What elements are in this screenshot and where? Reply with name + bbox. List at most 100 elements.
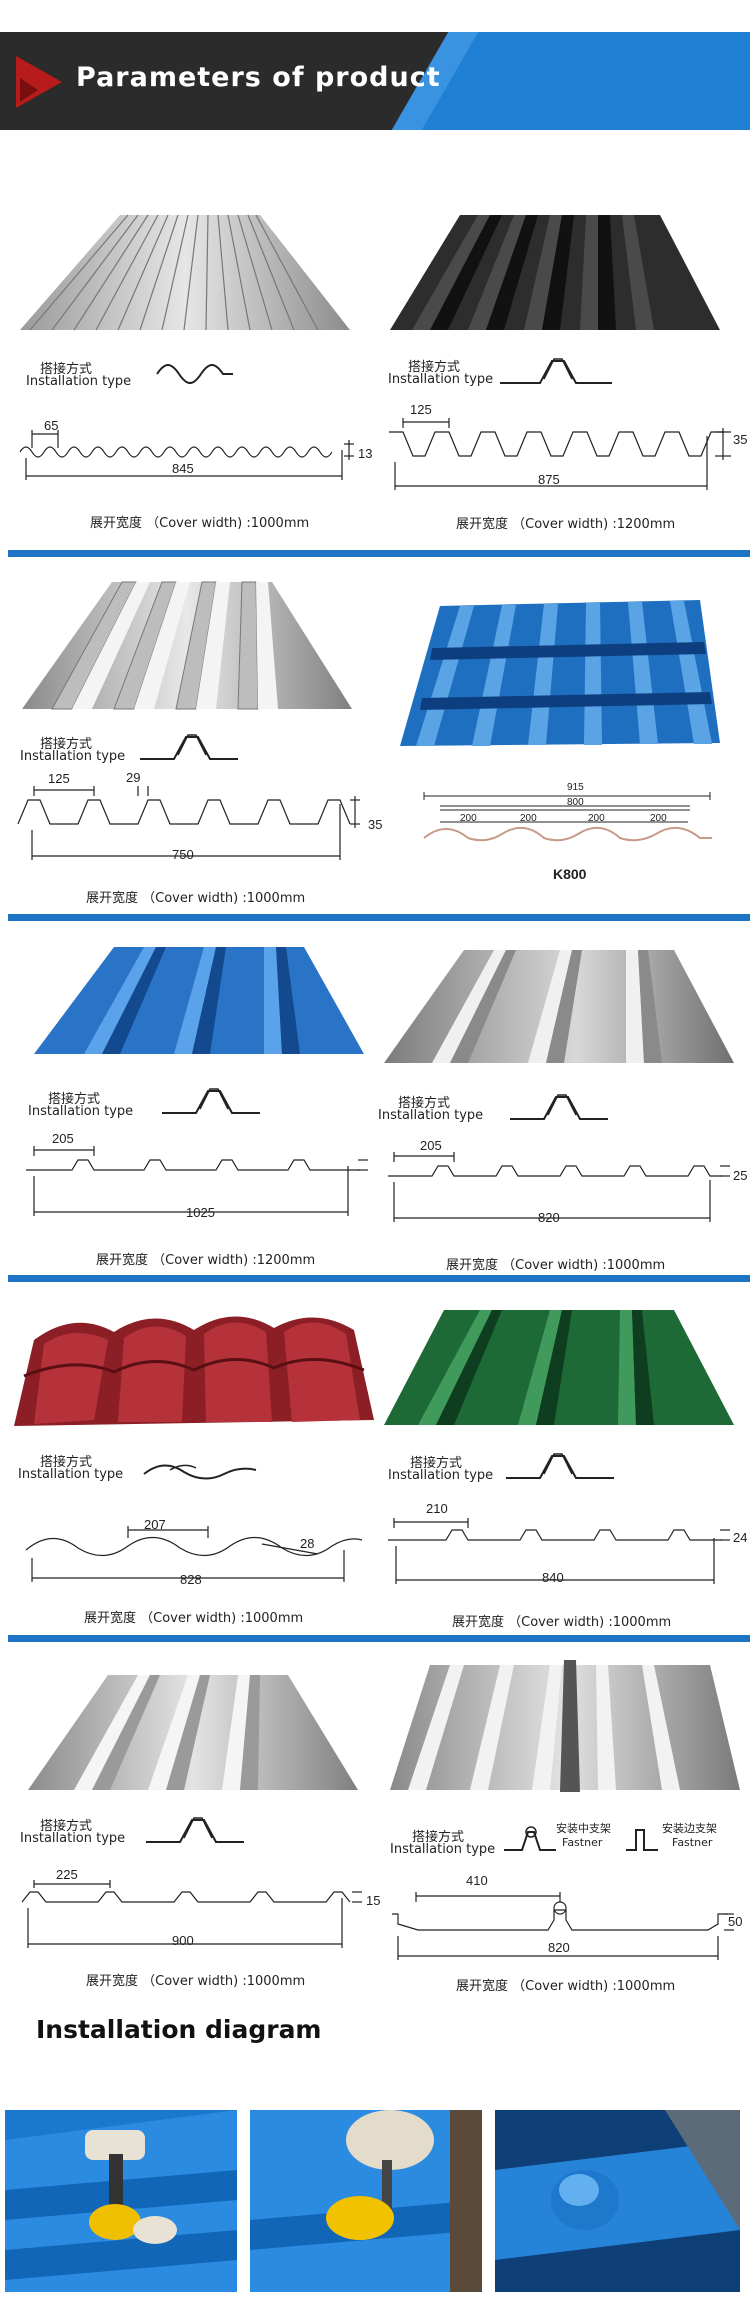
profile-diagram-trapezoid xyxy=(389,418,731,490)
dim-segment: 200 xyxy=(460,813,477,824)
page-title: Parameters of product xyxy=(76,62,441,93)
sheet-image-silver-trapezoid xyxy=(22,581,352,710)
sheet-image-green-trapezoid xyxy=(384,1310,734,1425)
dim-width: 1025 xyxy=(186,1205,215,1220)
dim-height: 25 xyxy=(733,1168,748,1183)
install-type-label-cn: 搭接方式 xyxy=(410,1456,463,1471)
install-type-label-cn: 搭接方式 xyxy=(398,1096,451,1111)
fastner-edge-icon xyxy=(626,1829,658,1851)
dim-height: 35 xyxy=(368,817,383,832)
dim-height: 50 xyxy=(728,1914,743,1929)
profile-diagram-trapezoid xyxy=(21,1880,362,1948)
install-type-label-en: Installation type xyxy=(20,1831,126,1846)
dim-height: 15 xyxy=(366,1893,381,1908)
drill-photo-illustration xyxy=(5,2110,237,2292)
dim-width: 828 xyxy=(180,1572,202,1587)
dim-pitch: 205 xyxy=(420,1138,442,1153)
profile-diagram-trapezoid xyxy=(26,1146,368,1216)
install-type-label-en: Installation type xyxy=(20,749,126,764)
dim-segment: 200 xyxy=(650,813,667,824)
fastner-mid-label-cn: 安装中支架 xyxy=(556,1822,611,1835)
sheet-image-standing-seam xyxy=(390,1660,740,1792)
dim-pitch: 65 xyxy=(44,418,59,433)
profile-diagram-tile xyxy=(423,792,712,842)
install-type-label-cn: 搭接方式 xyxy=(40,362,93,377)
install-type-label-cn: 搭接方式 xyxy=(48,1092,101,1107)
fastner-mid-label-en: Fastner xyxy=(562,1836,603,1849)
install-type-label-cn: 搭接方式 xyxy=(40,737,93,752)
sheet-image-blue-tile xyxy=(400,600,720,746)
sheet-image-red-tile xyxy=(14,1316,374,1426)
section-divider xyxy=(8,914,750,921)
fastner-mid-icon xyxy=(504,1826,556,1851)
dim-height: 24 xyxy=(733,1530,748,1545)
dim-pitch: 207 xyxy=(144,1517,166,1532)
dim-pitch: 125 xyxy=(410,402,432,417)
cover-width-text: 展开宽度 （Cover width) :1000mm xyxy=(456,1979,676,1994)
model-label: K800 xyxy=(553,866,587,882)
section-divider xyxy=(8,1635,750,1642)
install-type-label-en: Installation type xyxy=(388,372,494,387)
install-type-icon-wave xyxy=(156,364,233,384)
install-type-icon-tile xyxy=(143,1464,257,1480)
dim-width: 900 xyxy=(172,1933,194,1948)
dim-pitch: 125 xyxy=(48,771,70,786)
dim-pitch: 210 xyxy=(426,1501,448,1516)
dim-width: 820 xyxy=(548,1940,570,1955)
dim-height: 35 xyxy=(733,432,748,447)
dim-width: 750 xyxy=(172,847,194,862)
install-type-icon-trapezoid xyxy=(500,358,612,384)
cover-width-text: 展开宽度 （Cover width) :1000mm xyxy=(452,1615,672,1630)
install-type-label-cn: 搭接方式 xyxy=(40,1455,93,1470)
dim-width: 875 xyxy=(538,472,560,487)
install-type-label-en: Installation type xyxy=(388,1468,494,1483)
sheet-image-silver-trapezoid-3 xyxy=(28,1675,358,1790)
profile-diagram-trapezoid xyxy=(388,1518,730,1584)
installation-heading: Installation diagram xyxy=(36,2015,322,2044)
header-arrow-shadow-icon xyxy=(20,78,38,102)
cover-width-text: 展开宽度 （Cover width) :1200mm xyxy=(456,517,676,532)
install-type-label-en: Installation type xyxy=(26,374,132,389)
install-type-icon-trapezoid xyxy=(506,1453,614,1479)
profile-diagram-wave xyxy=(19,430,354,480)
dim-width: 820 xyxy=(538,1210,560,1225)
dim-pitch: 225 xyxy=(56,1867,78,1882)
install-type-label-en: Installation type xyxy=(378,1108,484,1123)
install-type-icon-trapezoid xyxy=(162,1088,260,1114)
dim-width: 845 xyxy=(172,461,194,476)
cover-width-text: 展开宽度 （Cover width) :1000mm xyxy=(86,891,306,906)
cover-width-text: 展开宽度 （Cover width) :1200mm xyxy=(96,1253,316,1268)
profile-diagram-standing-seam xyxy=(392,1892,734,1960)
header-banner: Parameters of product xyxy=(0,32,750,130)
sheet-image-silver-corrugated xyxy=(20,214,350,331)
dim-rib: 29 xyxy=(126,770,141,785)
cover-width-text: 展开宽度 （Cover width) :1000mm xyxy=(90,516,310,531)
dim-segment: 200 xyxy=(588,813,605,824)
profile-diagram-trapezoid xyxy=(17,786,360,860)
dim-pitch: 410 xyxy=(466,1873,488,1888)
cover-width-text: 展开宽度 （Cover width) :1000mm xyxy=(86,1974,306,1989)
cover-width-text: 展开宽度 （Cover width) :1000mm xyxy=(84,1611,304,1626)
dim-height: 28 xyxy=(300,1536,315,1551)
install-type-icon-trapezoid xyxy=(510,1094,608,1120)
installation-photo-cap xyxy=(495,2110,740,2292)
sheet-image-silver-trapezoid-2 xyxy=(384,950,734,1063)
install-type-label-cn: 搭接方式 xyxy=(40,1819,93,1834)
install-type-label-cn: 搭接方式 xyxy=(412,1830,465,1845)
fastner-edge-label-en: Fastner xyxy=(672,1836,713,1849)
screw-photo-illustration xyxy=(250,2110,482,2292)
cover-width-text: 展开宽度 （Cover width) :1000mm xyxy=(446,1258,666,1273)
dim-pitch: 205 xyxy=(52,1131,74,1146)
install-type-icon-trapezoid xyxy=(146,1817,244,1843)
dim-height: 13 xyxy=(358,446,373,461)
dim-effective: 800 xyxy=(567,797,584,808)
cap-photo-illustration xyxy=(495,2110,740,2292)
dim-width: 840 xyxy=(542,1570,564,1585)
sheet-image-black-trapezoid xyxy=(390,215,720,330)
fastner-edge-label-cn: 安装边支架 xyxy=(662,1822,717,1835)
dim-segment: 200 xyxy=(520,813,537,824)
profile-diagram-trapezoid xyxy=(388,1152,730,1222)
install-type-label-cn: 搭接方式 xyxy=(408,360,461,375)
dim-total: 915 xyxy=(567,782,584,793)
install-type-label-en: Installation type xyxy=(390,1842,496,1857)
